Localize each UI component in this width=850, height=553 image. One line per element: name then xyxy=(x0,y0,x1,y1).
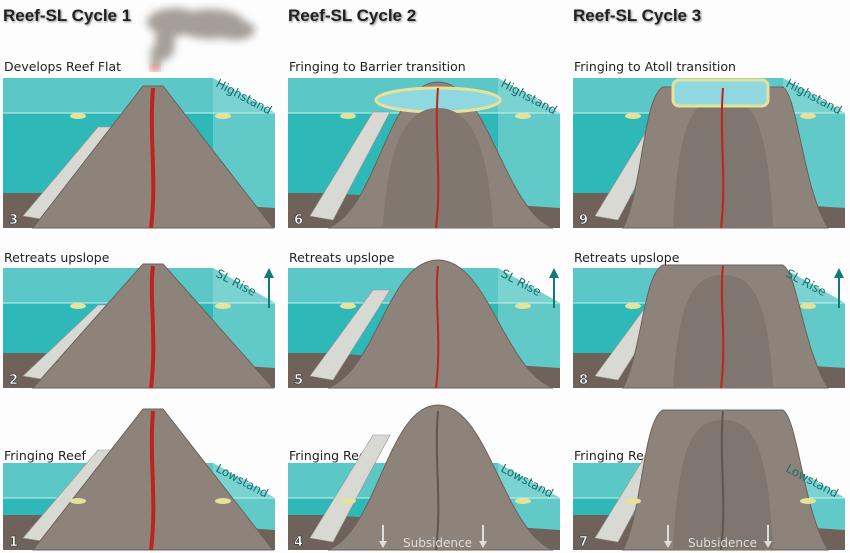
stage-label: Fringing Reef xyxy=(4,448,86,463)
conduit xyxy=(720,87,725,229)
reef-flat xyxy=(340,113,356,119)
stage-number: 7 xyxy=(579,535,588,550)
sea-level-rise-arrow-icon xyxy=(264,268,274,308)
reef-flat xyxy=(800,303,816,309)
panel-illustration: 8SL Rise xyxy=(573,264,845,389)
reef-terrace xyxy=(309,434,391,543)
reef-flat xyxy=(70,498,86,504)
reef-flat xyxy=(625,303,641,309)
sea-level-rise-arrow-icon xyxy=(549,268,559,308)
reef-flat xyxy=(515,113,531,119)
reef-flat xyxy=(515,303,531,309)
reef-flat xyxy=(215,498,231,504)
subsidence-label: Subsidence xyxy=(688,536,757,550)
sea-level-rise-arrow-icon xyxy=(834,268,844,308)
reef-flat xyxy=(800,498,816,504)
subsidence-label: Subsidence xyxy=(403,536,472,550)
conduit xyxy=(435,87,440,229)
atoll-lagoon xyxy=(671,78,770,108)
stage-label: Develops Reef Flat xyxy=(4,59,122,74)
panel-illustration: 2SL Rise xyxy=(3,263,275,389)
stage-number: 4 xyxy=(294,535,303,550)
stage-label: Fringing to Atoll transition xyxy=(574,59,736,74)
panel-illustration: 5SL Rise xyxy=(288,259,560,389)
stage-number: 1 xyxy=(9,535,18,550)
volcano xyxy=(594,86,829,229)
cycle-title: Reef-SL Cycle 1 xyxy=(3,6,132,25)
stage-label: Fringing Reef xyxy=(289,448,371,463)
volcano xyxy=(309,404,554,551)
reef-terrace xyxy=(309,111,391,221)
volcano xyxy=(594,264,829,389)
cycle-title: Reef-SL Cycle 3 xyxy=(573,6,702,25)
subsidence-arrow-icon xyxy=(479,525,487,548)
stage-label: Retreats upslope xyxy=(289,250,395,265)
stage-number: 9 xyxy=(579,213,588,228)
reef-flat xyxy=(215,113,231,119)
volcanic-smoke-plume xyxy=(147,8,255,72)
stage-label: Retreats upslope xyxy=(4,250,110,265)
reef-terrace xyxy=(309,289,391,381)
stage-number: 5 xyxy=(294,373,303,388)
conduit xyxy=(720,410,725,551)
subsidence-arrow-icon xyxy=(664,525,672,548)
magma-conduit xyxy=(149,265,156,389)
reef-flat xyxy=(625,113,641,119)
stage-label: Retreats upslope xyxy=(574,250,680,265)
reef-flat xyxy=(625,498,641,504)
stage-label: Fringing to Barrier transition xyxy=(289,59,466,74)
volcano xyxy=(309,259,554,389)
reef-flat xyxy=(515,498,531,504)
reef-flat xyxy=(340,498,356,504)
stage-number: 3 xyxy=(9,213,18,228)
magma-conduit xyxy=(149,410,156,551)
subsidence-arrow-icon xyxy=(379,525,387,548)
reef-flat xyxy=(215,303,231,309)
conduit xyxy=(435,410,440,551)
magma-conduit xyxy=(149,87,156,229)
stage-number: 6 xyxy=(294,213,303,228)
reef-flat xyxy=(70,113,86,119)
stage-number: 8 xyxy=(579,373,588,388)
reef-flat xyxy=(800,113,816,119)
reef-flat xyxy=(340,303,356,309)
cycle-title: Reef-SL Cycle 2 xyxy=(288,6,417,25)
subsidence-arrow-icon xyxy=(764,525,772,548)
stage-number: 2 xyxy=(9,373,18,388)
conduit xyxy=(435,265,440,389)
conduit xyxy=(720,265,725,389)
reef-flat xyxy=(70,303,86,309)
stage-label: Fringing Reef xyxy=(574,448,656,463)
